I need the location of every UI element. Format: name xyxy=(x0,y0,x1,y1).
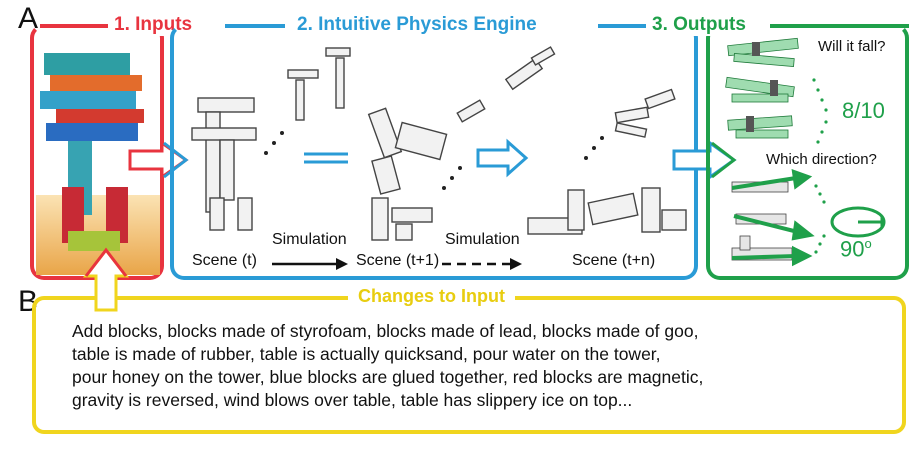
wireframe-block xyxy=(287,69,319,79)
scene-label: Scene (t) xyxy=(192,252,257,269)
output-thumbnail-block xyxy=(727,115,793,131)
engine-wireframes xyxy=(191,46,687,270)
outputs-simulations xyxy=(725,37,886,267)
changes-line: pour honey on the tower, blue blocks are… xyxy=(72,367,704,387)
answer-direction-angle: 90o xyxy=(840,236,872,262)
tower-block xyxy=(50,75,142,91)
output-thumbnail-block xyxy=(727,37,799,57)
wireframe-block xyxy=(237,197,253,231)
simulation-label: Simulation xyxy=(272,231,347,248)
question-will-it-fall: Will it fall? xyxy=(818,38,886,55)
degree-symbol: o xyxy=(864,236,872,251)
wireframe-block xyxy=(644,88,676,110)
changes-line: gravity is reversed, wind blows over tab… xyxy=(72,390,633,410)
wireframe-block xyxy=(219,139,235,201)
output-thumbnail-block xyxy=(733,52,795,68)
engine-title-line-right xyxy=(598,24,646,28)
changes-line: table is made of rubber, table is actual… xyxy=(72,344,661,364)
wireframe-block xyxy=(295,79,305,121)
direction-dial xyxy=(830,206,886,238)
tower-block xyxy=(68,231,120,251)
wireframe-block xyxy=(325,47,351,57)
simulation-label: Simulation xyxy=(445,231,520,248)
answer-direction-value: 90 xyxy=(840,236,865,262)
arrow-up-icon xyxy=(82,247,130,312)
wireframe-block xyxy=(394,121,448,161)
wireframe-block xyxy=(614,106,650,124)
outputs-title-line-right xyxy=(770,24,909,28)
wireframe-block xyxy=(395,223,413,241)
wireframe-block xyxy=(614,122,648,138)
wireframe-block xyxy=(371,197,389,241)
wireframe-block xyxy=(530,46,556,66)
wireframe-block xyxy=(209,197,225,231)
changes-title: Changes to Input xyxy=(348,286,515,307)
tower-block xyxy=(44,53,130,75)
output-thumbnail-block xyxy=(735,129,789,139)
wireframe-block xyxy=(205,111,221,213)
tower-block xyxy=(106,187,128,243)
changes-line: Add blocks, blocks made of styrofoam, bl… xyxy=(72,321,699,341)
wireframe-block xyxy=(661,209,687,231)
wireframe-block xyxy=(567,189,585,231)
wireframe-block xyxy=(367,107,403,159)
outputs-title: 3. Outputs xyxy=(646,14,752,36)
scene-label: Scene (t+n) xyxy=(572,252,656,269)
arrow-right-icon xyxy=(672,140,737,180)
block-tower-image xyxy=(36,53,160,275)
wireframe-block xyxy=(456,99,486,123)
changes-list: Add blocks, blocks made of styrofoam, bl… xyxy=(72,320,892,412)
wireframe-block xyxy=(391,207,433,223)
scene-label: Scene (t+1) xyxy=(356,252,440,269)
wireframe-block xyxy=(335,57,345,109)
engine-title-line-left xyxy=(225,24,285,28)
tower-block xyxy=(56,109,144,123)
wireframe-block xyxy=(191,127,257,141)
tower-block xyxy=(40,91,136,109)
answer-fall-probability: 8/10 xyxy=(842,98,885,123)
outputs-box xyxy=(706,24,909,280)
inputs-title-line-left xyxy=(40,24,130,28)
panel-label-a: A xyxy=(18,2,39,35)
wireframe-block xyxy=(371,155,401,195)
output-thumbnail-block xyxy=(731,93,789,103)
wireframe-block xyxy=(197,97,255,113)
engine-title: 2. Intuitive Physics Engine xyxy=(291,14,543,36)
wireframe-block xyxy=(641,187,661,233)
wireframe-block xyxy=(587,192,639,226)
tower-block xyxy=(62,187,84,243)
question-which-direction: Which direction? xyxy=(766,151,877,168)
output-thumbnail-block xyxy=(739,235,751,251)
tower-block xyxy=(46,123,138,141)
